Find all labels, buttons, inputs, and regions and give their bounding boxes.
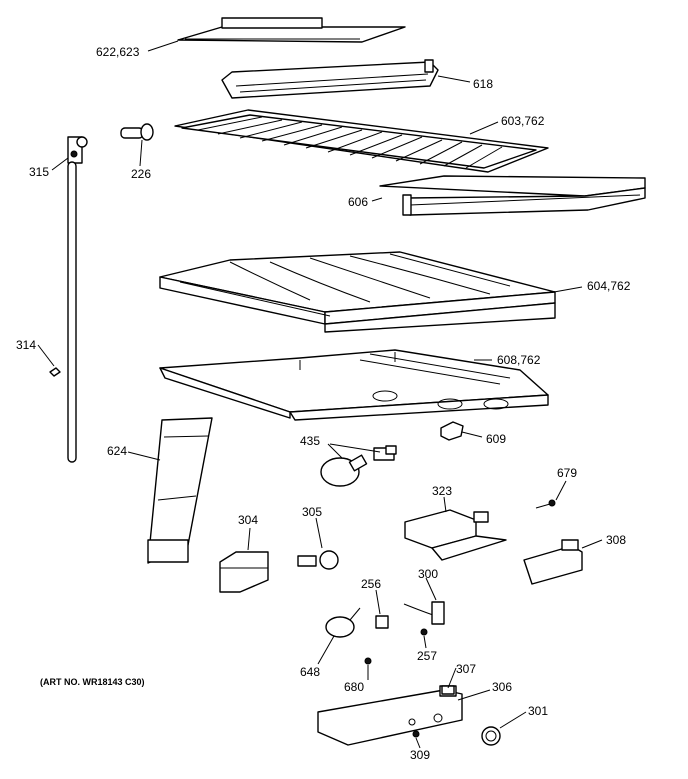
part-679-screw[interactable] (535, 499, 556, 509)
leader-lines (37, 40, 603, 749)
art-number: (ART NO. WR18143 C30) (40, 677, 145, 687)
part-315-hinge[interactable] (67, 136, 88, 164)
part-606-crisper-cover[interactable] (379, 175, 646, 216)
label-301: 301 (528, 704, 548, 718)
part-307-clip[interactable] (441, 685, 455, 695)
label-608-762: 608,762 (497, 353, 541, 367)
part-304-box[interactable] (219, 551, 269, 593)
label-622-623: 622,623 (96, 45, 140, 59)
label-315: 315 (29, 165, 49, 179)
part-624-duct[interactable] (147, 417, 213, 564)
label-624: 624 (107, 444, 127, 458)
part-257-screw[interactable] (420, 628, 428, 636)
label-609: 609 (486, 432, 506, 446)
label-300: 300 (418, 567, 438, 581)
part-314-rod[interactable] (49, 161, 77, 463)
label-618: 618 (473, 77, 493, 91)
part-648-motor[interactable] (325, 607, 361, 638)
label-648: 648 (300, 665, 320, 679)
part-309-screw[interactable] (412, 730, 420, 738)
label-680: 680 (344, 680, 364, 694)
part-622-top-cover[interactable] (177, 17, 406, 43)
label-604-762: 604,762 (587, 279, 631, 293)
label-304: 304 (238, 513, 258, 527)
label-305: 305 (302, 505, 322, 519)
label-606: 606 (348, 195, 368, 209)
part-306-bracket[interactable] (317, 685, 463, 746)
part-labels: 622,623 618 603,762 315 226 606 604,762 … (16, 45, 631, 762)
label-226: 226 (131, 167, 151, 181)
part-226-pin[interactable] (120, 123, 154, 141)
label-314: 314 (16, 338, 36, 352)
part-300-thermostat[interactable] (403, 601, 445, 625)
part-618-bracket[interactable] (221, 59, 439, 99)
part-305-knob[interactable] (297, 550, 339, 570)
part-308-plate[interactable] (523, 539, 583, 585)
label-308: 308 (606, 533, 626, 547)
label-435: 435 (300, 434, 320, 448)
part-603-wire-shelf[interactable] (174, 109, 549, 173)
part-604-pan[interactable] (159, 251, 556, 333)
label-307: 307 (456, 662, 476, 676)
part-608-tray[interactable] (159, 349, 549, 421)
part-323-control-housing[interactable] (404, 509, 507, 561)
part-301-grommet[interactable] (481, 726, 501, 746)
label-679: 679 (557, 466, 577, 480)
label-323: 323 (432, 484, 452, 498)
part-680-screw[interactable] (364, 657, 372, 665)
label-256: 256 (361, 577, 381, 591)
part-435-socket[interactable] (373, 445, 397, 461)
part-609-clip[interactable] (440, 421, 464, 441)
label-257: 257 (417, 649, 437, 663)
label-309: 309 (410, 748, 430, 762)
part-256-switch[interactable] (375, 615, 389, 629)
label-306: 306 (492, 680, 512, 694)
part-435-bulb[interactable] (320, 454, 368, 487)
label-603-762: 603,762 (501, 114, 545, 128)
